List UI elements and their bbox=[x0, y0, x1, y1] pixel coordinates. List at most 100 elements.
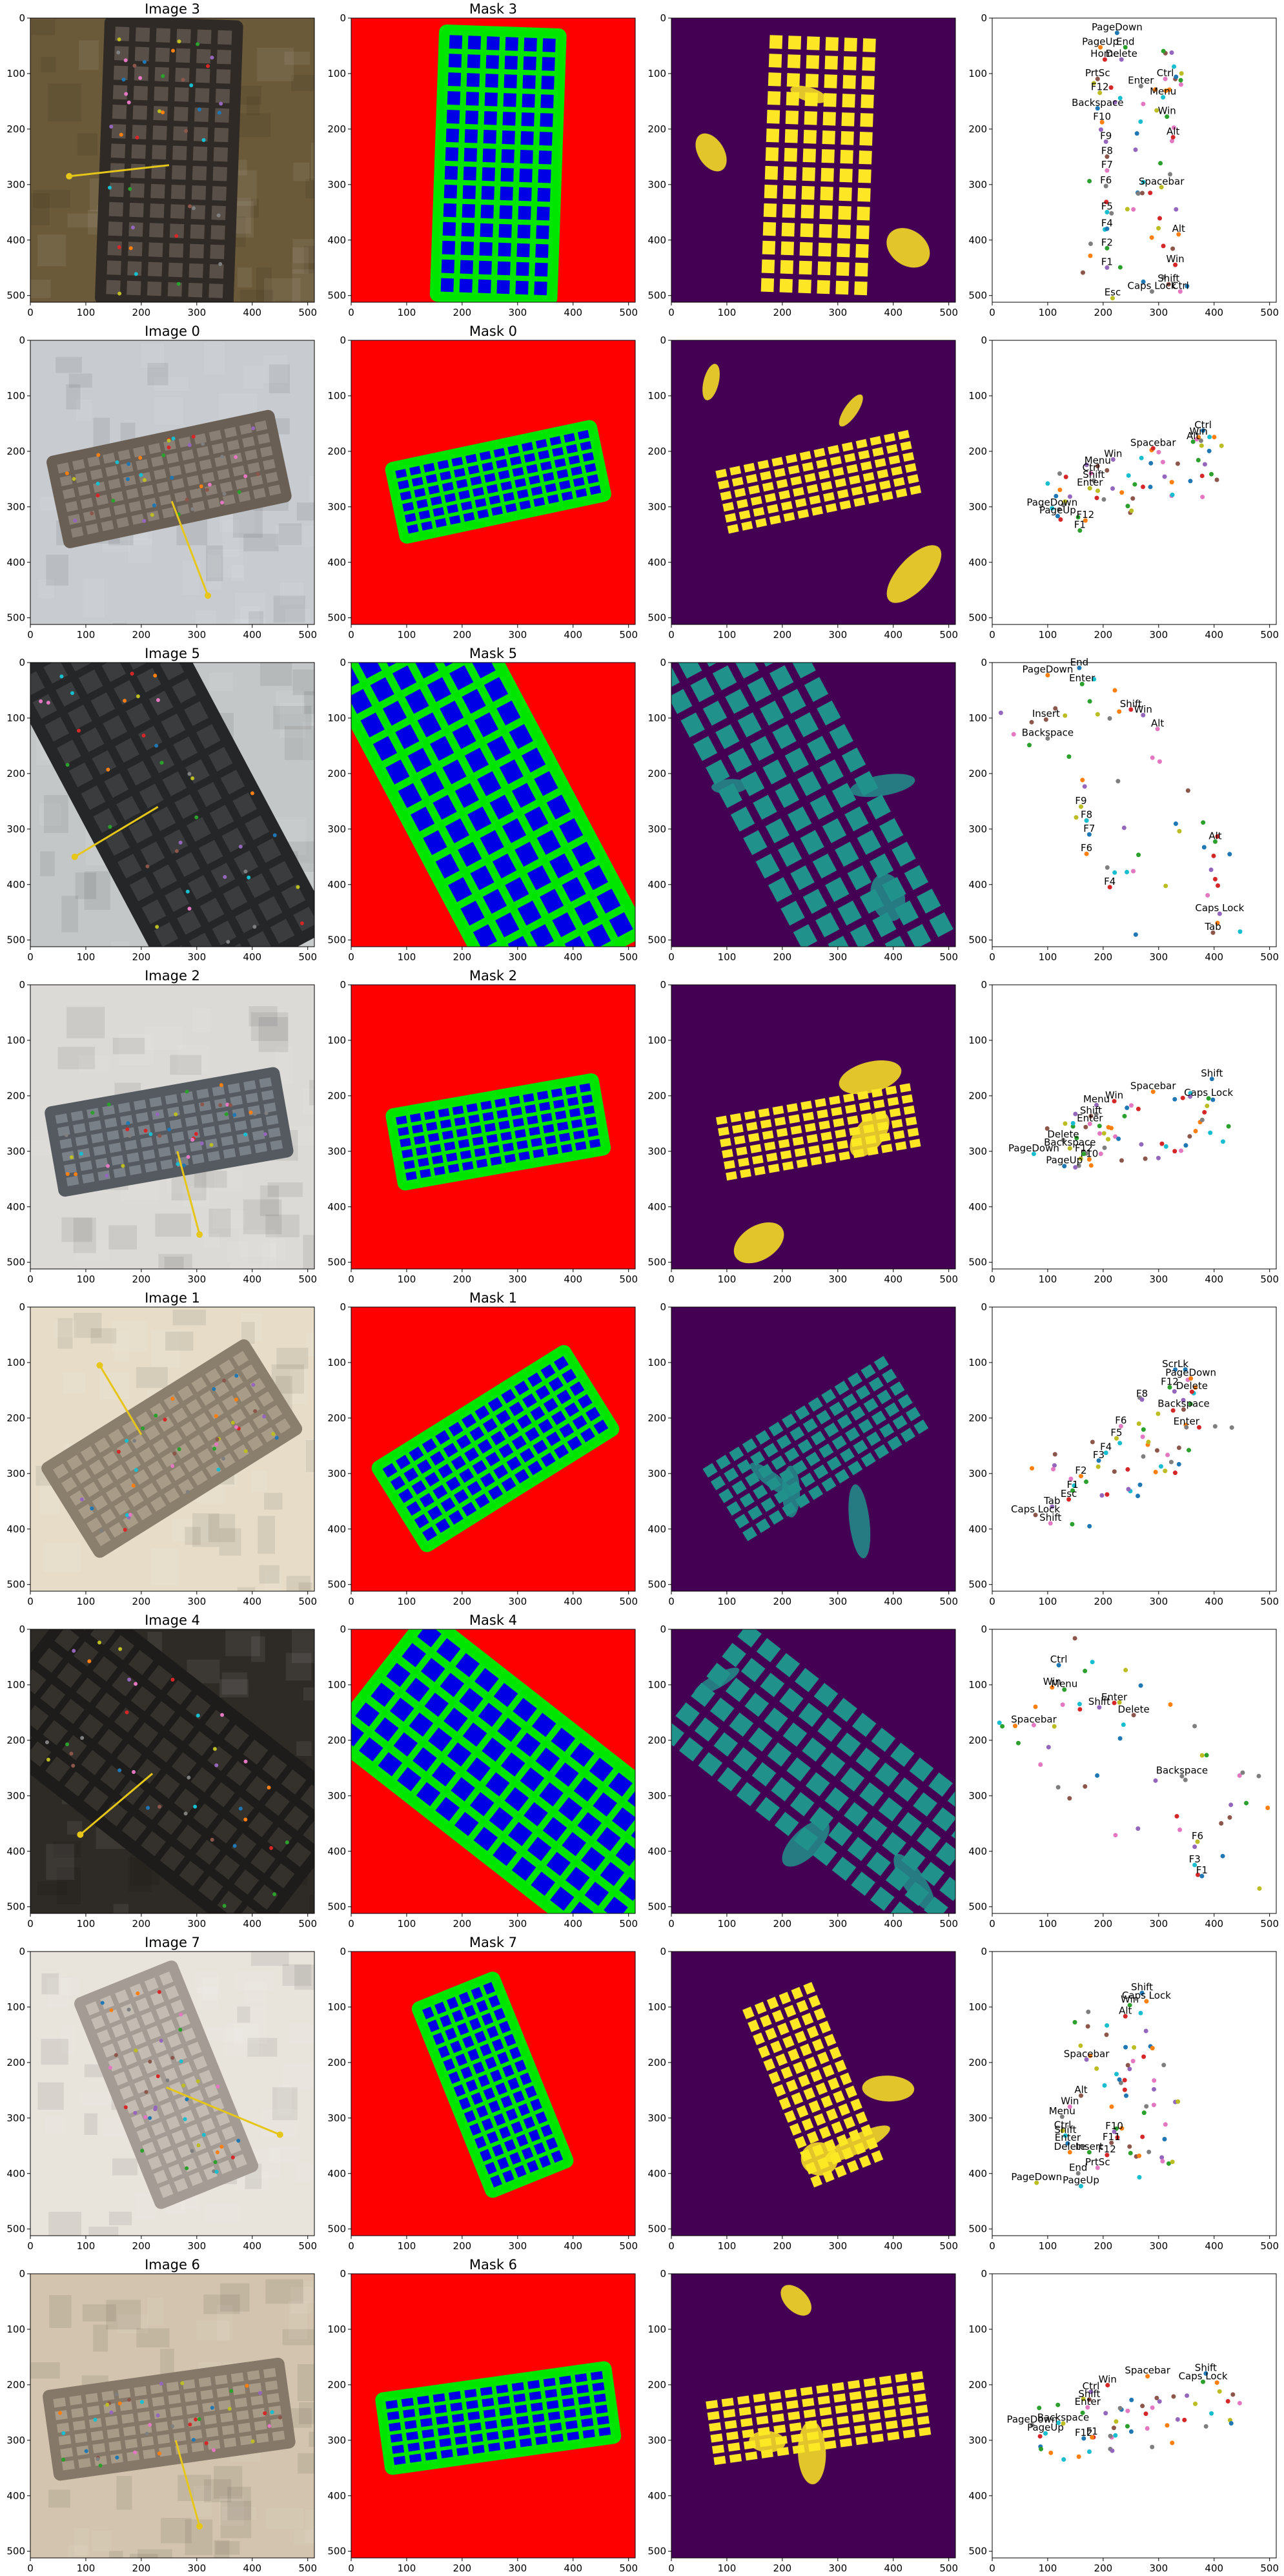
keypoint-dot bbox=[1070, 1120, 1075, 1126]
y-tick-label: 300 bbox=[647, 1468, 666, 1479]
keypoint-dot bbox=[1095, 1464, 1101, 1469]
y-tick-label: 100 bbox=[6, 1679, 25, 1691]
photo-texture bbox=[90, 1328, 117, 1344]
x-tick-label: 300 bbox=[1149, 629, 1168, 641]
photo-texture bbox=[66, 1821, 83, 1835]
keypoint-marker bbox=[238, 845, 243, 849]
key-shape bbox=[755, 1797, 780, 1822]
key-shape bbox=[70, 526, 84, 538]
y-tick-label: 100 bbox=[6, 1035, 25, 1046]
key-dot bbox=[1031, 1151, 1036, 1157]
key-shape bbox=[851, 486, 863, 496]
key-dot bbox=[1095, 464, 1100, 469]
key-shape bbox=[233, 1444, 250, 1460]
orientation-arrow bbox=[170, 500, 209, 596]
keypoint-dot bbox=[1125, 207, 1130, 212]
keypoint-dot bbox=[1139, 191, 1145, 196]
key-shape bbox=[127, 1152, 140, 1163]
key-dot bbox=[1081, 2436, 1086, 2441]
key-dot bbox=[1045, 736, 1050, 741]
key-shape bbox=[139, 1447, 155, 1463]
x-tick-label: 300 bbox=[187, 2562, 206, 2574]
key-shape bbox=[402, 1149, 413, 1159]
key-shape bbox=[556, 469, 569, 479]
keypoint-marker bbox=[274, 1436, 279, 1440]
key-shape bbox=[842, 94, 855, 108]
key-shape bbox=[861, 94, 874, 108]
photo-texture bbox=[273, 705, 312, 730]
key-shape bbox=[519, 1448, 535, 1463]
photo-texture bbox=[207, 555, 221, 590]
key-shape bbox=[142, 1149, 156, 1160]
key-shape bbox=[485, 1452, 500, 1467]
key-shape bbox=[174, 1788, 199, 1814]
key-shape bbox=[163, 829, 189, 854]
key-shape bbox=[767, 504, 779, 514]
key-shape bbox=[540, 460, 553, 471]
y-tick-label: 0 bbox=[981, 1623, 987, 1635]
x-tick-label: 400 bbox=[884, 1596, 902, 1607]
key-shape bbox=[183, 1104, 196, 1115]
key-shape bbox=[755, 518, 768, 528]
keypoints-background bbox=[992, 663, 1276, 947]
key-shape bbox=[168, 1716, 194, 1742]
key-label: Win bbox=[1167, 253, 1185, 265]
key-shape bbox=[174, 794, 199, 819]
key-shape bbox=[698, 1752, 723, 1777]
key-dot bbox=[1114, 30, 1119, 36]
key-shape bbox=[402, 502, 414, 512]
keypoint-dot bbox=[1202, 462, 1207, 467]
keypoint-dot bbox=[1219, 1820, 1224, 1826]
key-shape bbox=[753, 507, 765, 517]
key-shape bbox=[754, 2404, 768, 2414]
x-tick-label: 0 bbox=[348, 1918, 354, 1930]
key-shape bbox=[522, 94, 535, 108]
key-shape bbox=[477, 771, 502, 796]
key-label: F10 bbox=[1081, 1148, 1099, 1159]
photo-texture bbox=[43, 795, 68, 833]
keypoint-dot bbox=[1126, 473, 1131, 478]
key-dot bbox=[1079, 804, 1083, 809]
key-shape bbox=[835, 1129, 846, 1139]
keypoint-marker bbox=[153, 674, 158, 678]
keypoint-marker bbox=[216, 1467, 221, 1472]
key-shape bbox=[81, 785, 106, 810]
keypoint-dot bbox=[1102, 2083, 1107, 2088]
keypoint-dot bbox=[1104, 200, 1109, 205]
key-shape bbox=[788, 2411, 800, 2421]
keypoint-dot bbox=[1136, 852, 1141, 858]
key-shape bbox=[108, 478, 121, 489]
key-shape bbox=[405, 1678, 430, 1702]
keypoint-dot bbox=[1214, 2380, 1219, 2385]
x-tick-label: 500 bbox=[619, 1273, 638, 1285]
key-label: Win bbox=[1158, 105, 1176, 117]
key-shape bbox=[725, 688, 749, 714]
key-shape bbox=[199, 459, 212, 470]
key-shape bbox=[542, 1124, 555, 1134]
keypoint-marker bbox=[252, 925, 257, 929]
y-tick-label: 400 bbox=[327, 2168, 346, 2179]
key-shape bbox=[816, 459, 828, 469]
key-shape bbox=[556, 1389, 572, 1405]
key-shape bbox=[272, 2430, 285, 2441]
key-shape bbox=[59, 1138, 73, 1149]
key-shape bbox=[540, 94, 554, 108]
key-shape bbox=[858, 169, 871, 183]
photo-texture bbox=[204, 2479, 232, 2502]
keypoint-dot bbox=[1174, 207, 1179, 212]
keypoint-dot bbox=[1154, 1448, 1159, 1453]
y-tick-label: 300 bbox=[327, 1790, 346, 1802]
panel-title: Image 0 bbox=[145, 324, 200, 339]
key-shape bbox=[815, 912, 840, 938]
photo-texture bbox=[112, 1038, 145, 1055]
key-shape bbox=[499, 759, 524, 785]
panel-title: Mask 3 bbox=[469, 1, 517, 17]
y-tick-label: 200 bbox=[968, 446, 987, 457]
key-shape bbox=[252, 1884, 278, 1910]
key-shape bbox=[227, 439, 240, 451]
key-shape bbox=[514, 2059, 527, 2072]
key-shape bbox=[269, 1863, 295, 1889]
key-shape bbox=[433, 507, 445, 517]
